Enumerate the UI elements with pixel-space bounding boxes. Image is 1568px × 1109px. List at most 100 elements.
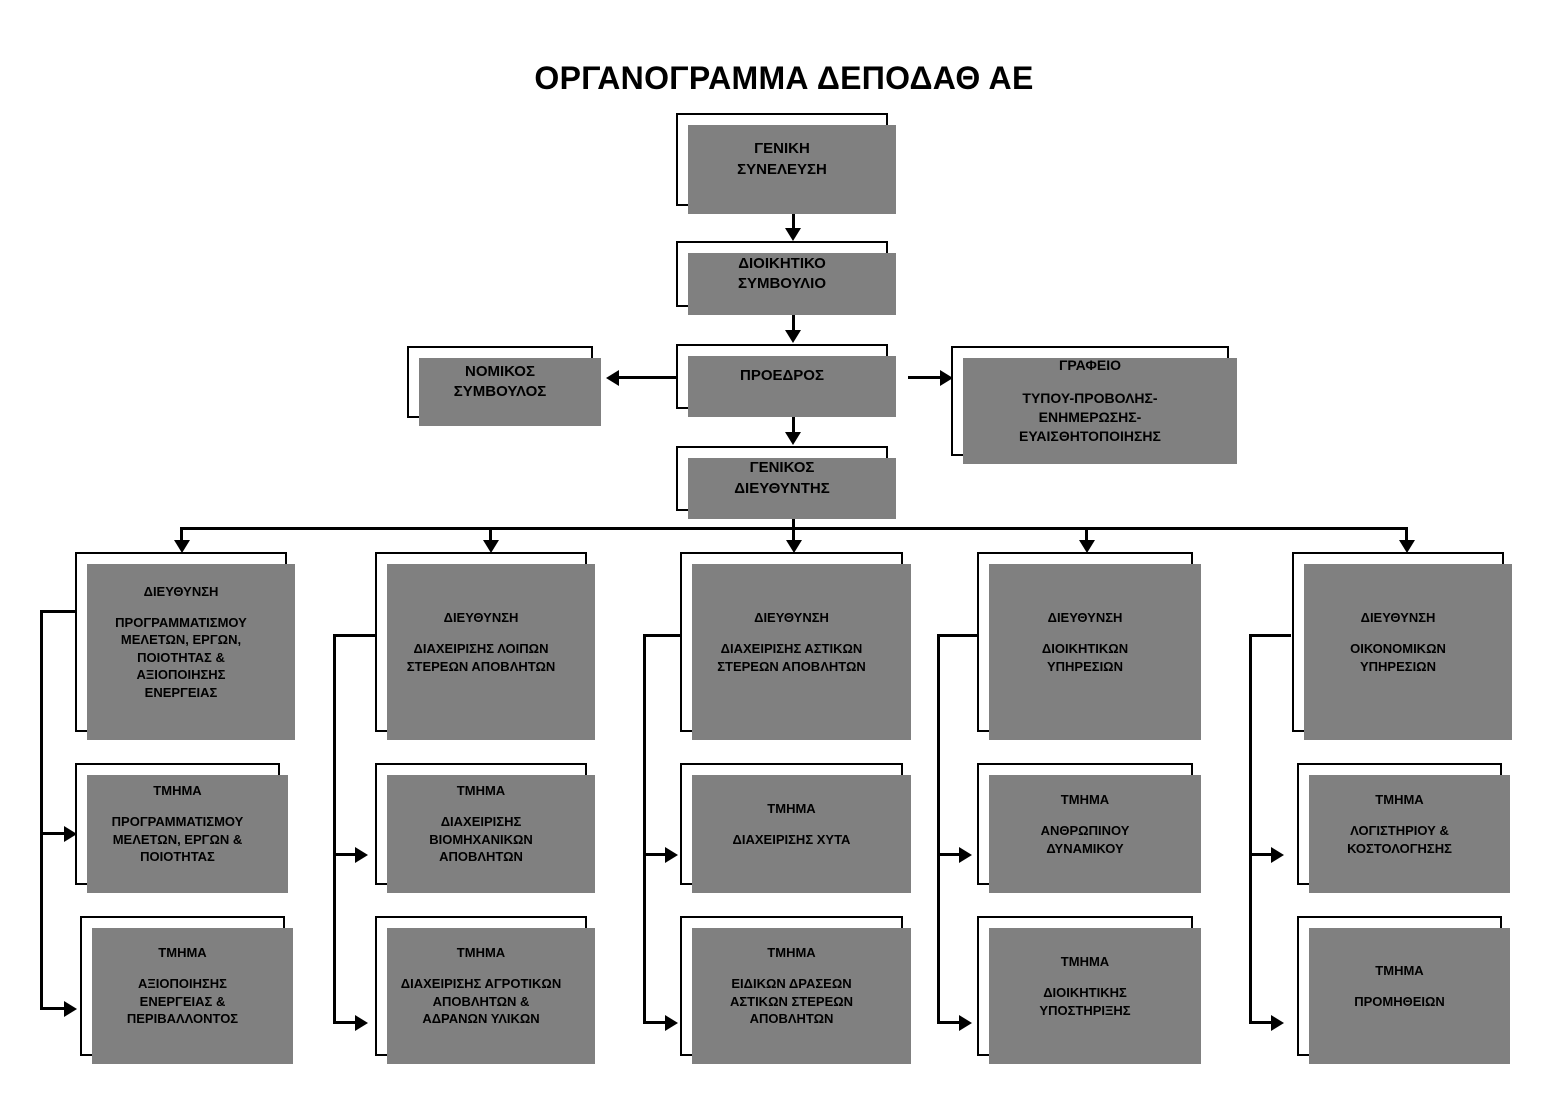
arrow-president-to-gendir bbox=[785, 432, 801, 445]
box-shadow bbox=[87, 775, 288, 893]
node-department-accounting-costing[interactable]: ΤΜΗΜΑ ΛΟΓΙΣΤΗΡΙΟΥ & ΚΟΣΤΟΛΟΓΗΣΗΣ bbox=[1297, 763, 1510, 893]
node-line: ΔΙΕΥΘΥΝΤΗΣ bbox=[734, 479, 830, 497]
node-line: ΤΜΗΜΑ bbox=[767, 945, 816, 961]
line-gap bbox=[83, 600, 279, 614]
node-press-office[interactable]: ΓΡΑΦΕΙΟ ΤΥΠΟΥ-ΠΡΟΒΟΛΗΣ- ΕΝΗΜΕΡΩΣΗΣ- ΕΥΑΙ… bbox=[951, 346, 1237, 464]
node-line: ΕΙΔΙΚΩΝ ΔΡΑΣΕΩΝ bbox=[731, 976, 852, 992]
arrow-board-to-president bbox=[785, 330, 801, 343]
node-line: ΔΙΑΧΕΙΡΙΣΗΣ ΑΓΡΟΤΙΚΩΝ bbox=[400, 976, 562, 992]
node-line: ΑΠΟΒΛΗΤΩΝ bbox=[439, 849, 523, 865]
node-general-director[interactable]: ΓΕΝΙΚΟΣ ΔΙΕΥΘΥΝΤΗΣ bbox=[676, 446, 896, 519]
box-shadow bbox=[692, 775, 911, 893]
node-line: ΔΙΑΧΕΙΡΙΣΗΣ bbox=[440, 814, 522, 830]
node-direction-financial-services[interactable]: ΔΙΕΥΘΥΝΣΗ ΟΙΚΟΝΟΜΙΚΩΝ ΥΠΗΡΕΣΙΩΝ bbox=[1292, 552, 1512, 740]
box-shadow bbox=[387, 775, 595, 893]
node-line: ΤΜΗΜΑ bbox=[767, 800, 816, 816]
node-line: ΤΜΗΜΑ bbox=[1060, 791, 1110, 807]
arrow-dir4-to-dep2 bbox=[959, 1015, 972, 1031]
arrow-dir5-to-dep1 bbox=[1271, 847, 1284, 863]
node-department-agricultural-waste[interactable]: ΤΜΗΜΑ ΔΙΑΧΕΙΡΙΣΗΣ ΑΓΡΟΤΙΚΩΝ ΑΠΟΒΛΗΤΩΝ & … bbox=[375, 916, 595, 1064]
node-direction-other-solid-waste[interactable]: ΔΙΕΥΘΥΝΣΗ ΔΙΑΧΕΙΡΙΣΗΣ ΛΟΙΠΩΝ ΣΤΕΡΕΩΝ ΑΠΟ… bbox=[375, 552, 595, 740]
node-line: ΕΝΕΡΓΕΙΑΣ & bbox=[139, 993, 226, 1009]
node-line: ΣΥΜΒΟΥΛΙΟ bbox=[737, 275, 827, 292]
line-gap bbox=[1305, 808, 1494, 822]
node-department-special-actions[interactable]: ΤΜΗΜΑ ΕΙΔΙΚΩΝ ΔΡΑΣΕΩΝ ΑΣΤΙΚΩΝ ΣΤΕΡΕΩΝ ΑΠ… bbox=[680, 916, 911, 1064]
node-line: ΑΠΟΒΛΗΤΩΝ & bbox=[432, 993, 530, 1009]
node-direction-municipal-solid-waste[interactable]: ΔΙΕΥΘΥΝΣΗ ΔΙΑΧΕΙΡΙΣΗΣ ΑΣΤΙΚΩΝ ΣΤΕΡΕΩΝ ΑΠ… bbox=[680, 552, 911, 740]
node-line: ΔΙΕΥΘΥΝΣΗ bbox=[1360, 609, 1436, 625]
node-board-of-directors[interactable]: ΔΙΟΙΚΗΤΙΚΟ ΣΥΜΒΟΥΛΙΟ bbox=[676, 241, 896, 315]
box-shadow bbox=[989, 928, 1201, 1064]
node-president[interactable]: ΠΡΟΕΔΡΟΣ bbox=[676, 344, 896, 417]
node-line: ΟΙΚΟΝΟΜΙΚΩΝ bbox=[1350, 641, 1446, 657]
box-shadow bbox=[688, 458, 896, 519]
node-line: ΒΙΟΜΗΧΑΝΙΚΩΝ bbox=[429, 831, 533, 847]
node-general-assembly[interactable]: ΓΕΝΙΚΗ ΣΥΝΕΛΕΥΣΗ bbox=[676, 113, 896, 214]
node-department-landfill-management[interactable]: ΤΜΗΜΑ ΔΙΑΧΕΙΡΙΣΗΣ ΧΥΤΑ bbox=[680, 763, 911, 893]
node-line: ΠΡΟΓΡΑΜΜΑΤΙΣΜΟΥ bbox=[115, 614, 247, 630]
node-department-programming-studies[interactable]: ΤΜΗΜΑ ΠΡΟΓΡΑΜΜΑΤΙΣΜΟΥ ΜΕΛΕΤΩΝ, ΕΡΓΩΝ & Π… bbox=[75, 763, 288, 893]
node-line: ΚΟΣΤΟΛΟΓΗΣΗΣ bbox=[1347, 840, 1452, 856]
connector-dir5-bracket-top bbox=[1249, 634, 1291, 637]
node-line: ΔΙΟΙΚΗΤΙΚΩΝ bbox=[1041, 641, 1129, 657]
node-line: ΑΞΙΟΠΟΙΗΣΗΣ bbox=[136, 667, 226, 683]
connector-president-to-legal bbox=[618, 376, 676, 379]
node-line: ΔΙΑΧΕΙΡΙΣΗΣ ΧΥΤΑ bbox=[732, 831, 851, 847]
box-shadow bbox=[87, 564, 295, 740]
node-line: ΔΙΕΥΘΥΝΣΗ bbox=[443, 609, 519, 625]
node-department-procurement[interactable]: ΤΜΗΜΑ ΠΡΟΜΗΘΕΙΩΝ bbox=[1297, 916, 1510, 1064]
line-gap bbox=[688, 817, 895, 831]
connector-dir4-to-dep1 bbox=[937, 853, 961, 856]
node-line: ΠΟΙΟΤΗΤΑΣ & bbox=[137, 649, 225, 665]
node-line: ΔΙΕΥΘΥΝΣΗ bbox=[1047, 609, 1123, 625]
node-line: ΔΙΟΙΚΗΤΙΚΟ bbox=[738, 254, 826, 272]
box-shadow bbox=[688, 356, 896, 417]
line-gap bbox=[688, 626, 895, 640]
node-direction-programming[interactable]: ΔΙΕΥΘΥΝΣΗ ΠΡΟΓΡΑΜΜΑΤΙΣΜΟΥ ΜΕΛΕΤΩΝ, ΕΡΓΩΝ… bbox=[75, 552, 295, 740]
node-department-human-resources[interactable]: ΤΜΗΜΑ ΑΝΘΡΩΠΙΝΟΥ ΔΥΝΑΜΙΚΟΥ bbox=[977, 763, 1201, 893]
arrow-bus-to-dir5 bbox=[1399, 540, 1415, 553]
node-line: ΤΜΗΜΑ bbox=[1060, 953, 1110, 969]
line-gap bbox=[985, 970, 1185, 984]
connector-bus-drop-1 bbox=[180, 527, 183, 547]
node-legal-advisor[interactable]: ΝΟΜΙΚΟΣ ΣΥΜΒΟΥΛΟΣ bbox=[407, 346, 601, 426]
box-shadow bbox=[1304, 564, 1512, 740]
arrow-president-to-legal bbox=[606, 370, 619, 386]
box-shadow bbox=[989, 564, 1201, 740]
node-line: ΔΥΝΑΜΙΚΟΥ bbox=[1046, 840, 1124, 856]
arrow-assembly-to-board bbox=[785, 228, 801, 241]
line-gap bbox=[383, 626, 579, 640]
node-line: ΔΙΑΧΕΙΡΙΣΗΣ ΛΟΙΠΩΝ bbox=[413, 641, 549, 657]
line-gap bbox=[383, 962, 579, 976]
node-department-administrative-support[interactable]: ΤΜΗΜΑ ΔΙΟΙΚΗΤΙΚΗΣ ΥΠΟΣΤΗΡΙΞΗΣ bbox=[977, 916, 1201, 1064]
node-line: ΣΥΝΕΛΕΥΣΗ bbox=[737, 160, 827, 178]
node-line: ΤΜΗΜΑ bbox=[153, 783, 202, 799]
connector-dir4-bracket-vertical bbox=[937, 634, 940, 1024]
connector-dir4-to-dep2 bbox=[937, 1021, 961, 1024]
node-line: ΣΤΕΡΕΩΝ ΑΠΟΒΛΗΤΩΝ bbox=[717, 658, 866, 674]
box-shadow bbox=[688, 253, 896, 315]
connector-board-to-president bbox=[792, 307, 795, 333]
arrow-bus-to-dir1 bbox=[174, 540, 190, 553]
node-department-industrial-waste[interactable]: ΤΜΗΜΑ ΔΙΑΧΕΙΡΙΣΗΣ ΒΙΟΜΗΧΑΝΙΚΩΝ ΑΠΟΒΛΗΤΩΝ bbox=[375, 763, 595, 893]
line-gap bbox=[959, 375, 1221, 389]
connector-bus-drop-3 bbox=[792, 527, 795, 547]
connector-dir1-bracket-vertical bbox=[40, 610, 43, 1010]
connector-dir5-to-dep2 bbox=[1249, 1021, 1273, 1024]
node-line: ΕΥΑΙΣΘΗΤΟΠΟΙΗΣΗΣ bbox=[1019, 427, 1161, 444]
box-shadow bbox=[92, 928, 293, 1064]
line-gap bbox=[985, 626, 1185, 640]
connector-bus-drop-5 bbox=[1405, 527, 1408, 547]
connector-dir3-to-dep1 bbox=[643, 853, 667, 856]
node-direction-administrative-services[interactable]: ΔΙΕΥΘΥΝΣΗ ΔΙΟΙΚΗΤΙΚΩΝ ΥΠΗΡΕΣΙΩΝ bbox=[977, 552, 1201, 740]
connector-dir3-bracket-top bbox=[643, 634, 685, 637]
line-gap bbox=[88, 962, 277, 976]
node-line: ΛΟΓΙΣΤΗΡΙΟΥ & bbox=[1350, 823, 1449, 839]
node-department-energy-environment[interactable]: ΤΜΗΜΑ ΑΞΙΟΠΟΙΗΣΗΣ ΕΝΕΡΓΕΙΑΣ & ΠΕΡΙΒΑΛΛΟΝ… bbox=[80, 916, 293, 1064]
connector-dir3-bracket-vertical bbox=[643, 634, 646, 1024]
node-line: ΤΜΗΜΑ bbox=[1375, 962, 1424, 978]
node-line: ΑΣΤΙΚΩΝ ΣΤΕΡΕΩΝ bbox=[729, 993, 854, 1009]
node-line: ΥΠΗΡΕΣΙΩΝ bbox=[1359, 658, 1436, 674]
connector-dir1-bracket-top bbox=[40, 610, 76, 613]
